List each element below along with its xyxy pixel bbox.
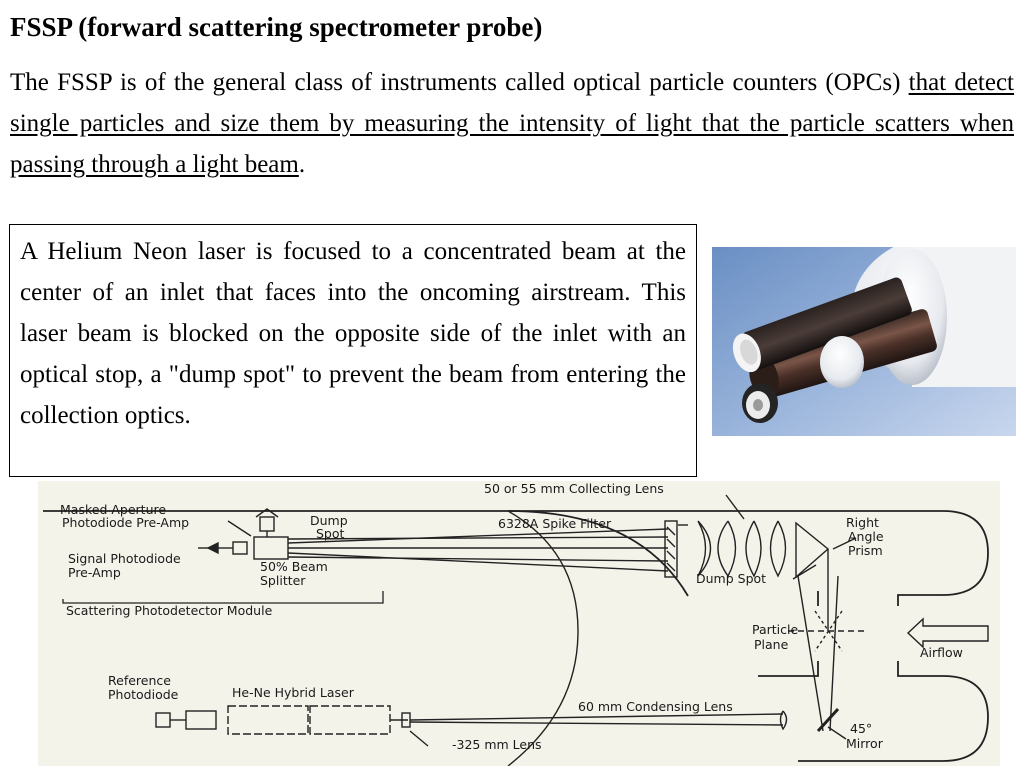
label-masked-aperture: Masked Aperture [60, 502, 166, 517]
label-particle-1: Particle [752, 622, 798, 637]
label-right-angle-1: Right [846, 515, 879, 530]
intro-text-end: . [298, 151, 306, 178]
laser-description-box: A Helium Neon laser is focused to a conc… [9, 224, 697, 477]
fssp-optics-diagram: Masked Aperture Photodiode Pre-Amp Dump … [38, 481, 1000, 766]
label-mirror-2: Mirror [846, 736, 884, 751]
intro-underlined-text: that detect single particles and size th… [10, 69, 1015, 178]
label-signal-photodiode: Signal Photodiode [68, 551, 181, 566]
label-reference-1: Reference [108, 673, 171, 688]
label-dump-spot-lower: Dump Spot [696, 571, 766, 586]
label-reference-2: Photodiode [108, 687, 179, 702]
label-condensing-lens: 60 mm Condensing Lens [578, 699, 733, 714]
page-title: FSSP (forward scattering spectrometer pr… [10, 12, 543, 42]
intro-paragraph: The FSSP is of the general class of inst… [10, 62, 1014, 185]
label-spike-filter: 6328A Spike Filter [498, 516, 612, 531]
label-particle-2: Plane [754, 637, 789, 652]
fssp-probe-photo [712, 247, 1016, 436]
label-collecting-lens: 50 or 55 mm Collecting Lens [484, 481, 664, 496]
label-dump-top-2: Spot [316, 526, 345, 541]
label-scattering-module: Scattering Photodetector Module [66, 603, 273, 618]
label-beam-splitter-2: Splitter [260, 573, 306, 588]
intro-text-start: The FSSP is of the general class of inst… [10, 69, 909, 96]
label-beam-splitter-1: 50% Beam [260, 559, 328, 574]
label-laser: He-Ne Hybrid Laser [232, 685, 355, 700]
label-right-angle-2: Angle [848, 529, 884, 544]
label-lens-325: -325 mm Lens [452, 737, 542, 752]
label-photodiode-preamp: Photodiode Pre-Amp [62, 515, 189, 530]
label-airflow: Airflow [920, 645, 963, 660]
label-right-angle-3: Prism [848, 543, 883, 558]
label-mirror-1: 45° [850, 721, 872, 736]
laser-description-text: A Helium Neon laser is focused to a conc… [20, 238, 686, 429]
label-dump-top-1: Dump [310, 513, 348, 528]
label-pre-amp: Pre-Amp [68, 565, 121, 580]
